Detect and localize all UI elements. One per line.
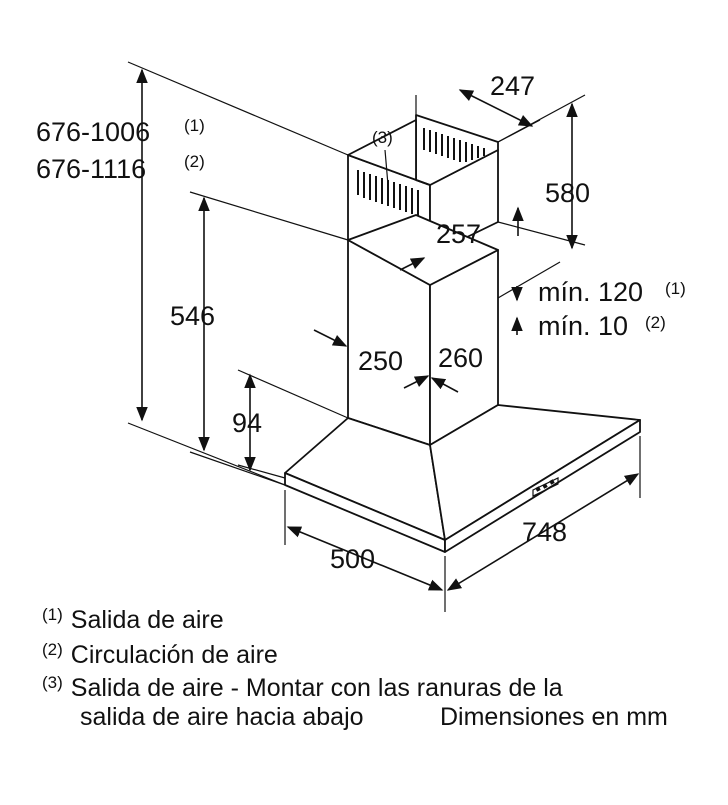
dim-580: 580 [545,178,590,208]
callout-3: (3) [372,128,393,147]
dimension-lines [127,61,641,612]
dim-total-height-1-note: (1) [184,116,205,135]
unit-note: Dimensiones en mm [440,703,668,731]
dim-min-gap-1-note: (1) [665,279,686,298]
legend-text: Salida de aire - Montar con las ranuras … [70,674,563,702]
dim-250: 250 [358,346,403,376]
dim-546: 546 [170,301,215,331]
legend-item-1: (1) Salida de aire [42,605,224,635]
air-outlet-grille-back [423,128,485,162]
dim-total-height-1: 676-1006 [36,117,150,147]
dim-min-gap-2: mín. 10 [538,311,628,341]
dim-total-height-2: 676-1116 [36,154,146,184]
legend-item-2: (2) Circulación de aire [42,640,278,670]
dimension-labels: 676-1006 (1) 676-1116 (2) 546 94 247 580… [36,71,686,574]
legend-text: salida de aire hacia abajo [80,703,364,731]
legend-item-3-continued: salida de aire hacia abajo [80,703,364,732]
legend-mark: (3) [42,673,63,692]
legend-item-3: (3) Salida de aire - Montar con las ranur… [42,673,563,703]
dim-total-height-2-note: (2) [184,152,205,171]
dim-260: 260 [438,343,483,373]
dim-94: 94 [232,408,262,438]
legend-mark: (1) [42,605,63,624]
upper-chimney-top [347,119,431,186]
dim-247: 247 [490,71,535,101]
legend-mark: (2) [42,640,63,659]
dim-257: 257 [436,219,481,249]
legend-text: Salida de aire [70,606,224,634]
dim-500: 500 [330,544,375,574]
lower-chimney-top [347,214,499,286]
dim-min-gap-2-note: (2) [645,313,666,332]
legend-text: Circulación de aire [70,641,278,669]
dim-748: 748 [522,517,567,547]
dim-min-gap-1: mín. 120 [538,277,643,307]
